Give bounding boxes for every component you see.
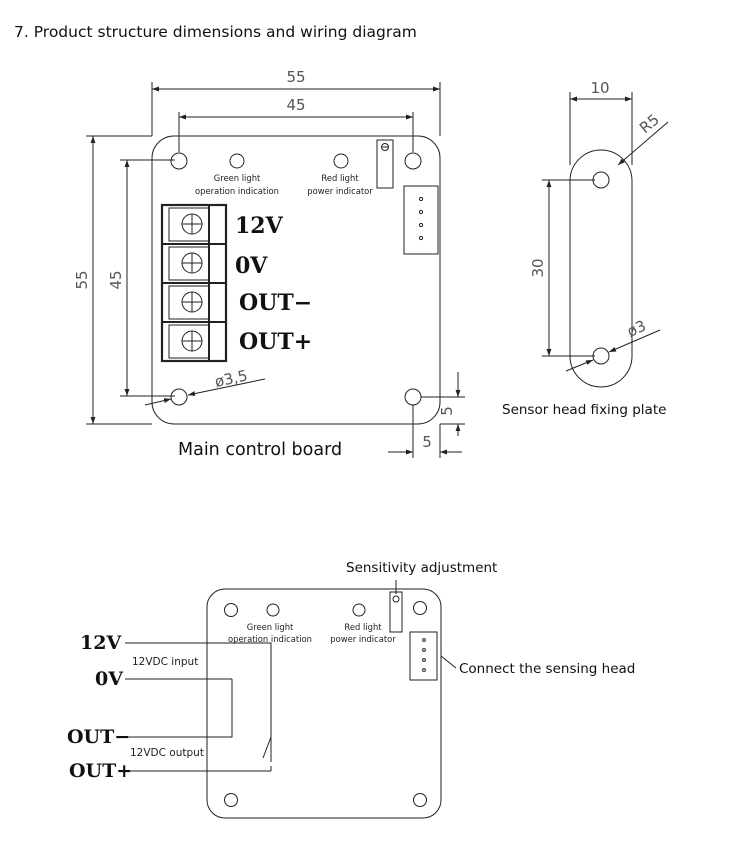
screw-out-plus <box>181 330 203 352</box>
fixing-plate-drawing <box>542 92 669 388</box>
green-led <box>229 153 245 169</box>
dim-offset-h: 5 <box>422 433 432 451</box>
wiring-terminal-0v: 0V <box>95 668 124 690</box>
sensor-connector <box>403 185 439 255</box>
wiring-red-light-sublabel: power indicator <box>330 634 396 644</box>
plate-dim-hole: ø3 <box>624 317 648 341</box>
wiring-terminal-out-minus: OUT− <box>67 726 130 748</box>
wiring-green-light-sublabel: operation indication <box>228 634 312 644</box>
wiring-sensor-connector <box>409 631 438 681</box>
wiring-hole-bottom-left <box>224 793 238 807</box>
wiring-hole-top-left <box>224 603 238 617</box>
red-light-sublabel: power indicator <box>307 186 373 196</box>
mounting-hole-bottom-left <box>170 388 188 406</box>
mounting-hole-bottom-right <box>404 388 422 406</box>
mounting-hole-top-left <box>170 152 188 170</box>
plate-caption: Sensor head fixing plate <box>502 402 666 418</box>
red-light-label: Red light <box>321 173 359 183</box>
wiring-terminal-out-plus: OUT+ <box>69 760 132 782</box>
plate-dim-spacing: 30 <box>529 258 547 277</box>
board-caption: Main control board <box>178 440 342 460</box>
plate-hole-bottom <box>592 347 610 365</box>
mounting-hole-top-right <box>404 152 422 170</box>
wiring-red-light-label: Red light <box>344 622 382 632</box>
wiring-red-led <box>352 603 366 617</box>
dim-height-outer: 55 <box>73 270 91 289</box>
wiring-diagram <box>125 580 457 819</box>
input-label: 12VDC input <box>132 656 198 668</box>
wiring-board-outline <box>206 588 442 819</box>
wiring-hole-top-right <box>413 601 427 615</box>
wiring-green-light-label: Green light <box>247 622 294 632</box>
plate-hole-top <box>592 171 610 189</box>
wiring-terminal-12v: 12V <box>80 632 122 654</box>
plate-dim-radius: R5 <box>636 110 663 137</box>
red-led <box>333 153 349 169</box>
board-outline <box>151 135 441 425</box>
terminal-label-0v: 0V <box>235 253 268 279</box>
screw-12v <box>181 213 203 235</box>
wiring-hole-bottom-right <box>413 793 427 807</box>
terminal-label-12v: 12V <box>235 213 284 239</box>
dim-hole: ø3,5 <box>213 366 249 390</box>
wiring-potentiometer <box>389 591 403 633</box>
fixing-plate-outline <box>569 149 633 388</box>
wiring-green-led <box>266 603 280 617</box>
green-light-label: Green light <box>214 173 261 183</box>
dim-height-inner: 45 <box>107 270 125 289</box>
terminal-label-out-plus: OUT+ <box>239 329 312 355</box>
output-label: 12VDC output <box>130 747 204 759</box>
sensing-head-label: Connect the sensing head <box>459 661 635 677</box>
terminal-label-out-minus: OUT− <box>239 290 312 316</box>
main-control-board-drawing <box>86 82 465 458</box>
wire-12v <box>125 642 272 762</box>
green-light-sublabel: operation indication <box>195 186 279 196</box>
dim-width-outer: 55 <box>286 68 305 86</box>
potentiometer <box>376 139 394 189</box>
sensitivity-adjustment-label: Sensitivity adjustment <box>346 560 497 576</box>
page-heading: 7. Product structure dimensions and wiri… <box>14 23 417 41</box>
dim-width-inner: 45 <box>286 96 305 114</box>
plate-dim-width: 10 <box>590 79 609 97</box>
wire-0v-to-out-minus <box>125 679 233 738</box>
screw-out-minus <box>181 291 203 313</box>
screw-0v <box>181 252 203 274</box>
dim-offset-v: 5 <box>438 406 456 416</box>
output-switch <box>262 736 272 759</box>
